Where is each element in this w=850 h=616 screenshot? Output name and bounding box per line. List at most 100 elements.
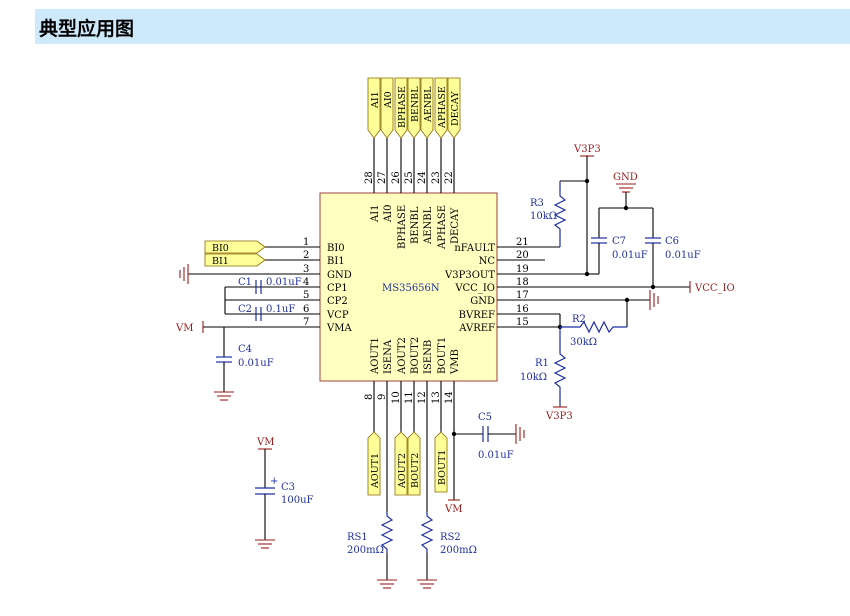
pin-num-25: 25 <box>404 171 415 184</box>
port-aout1: AOUT1 <box>370 453 381 489</box>
rs2-ref: RS2 <box>440 532 461 543</box>
c6-value: 0.01uF <box>665 250 701 261</box>
pin-name-isena: ISENA <box>383 339 394 374</box>
c3-gnd-symbol <box>255 539 275 549</box>
resistor-r3 <box>553 181 567 247</box>
pin-name-ai1: AI1 <box>370 204 381 223</box>
pin-num-8: 8 <box>364 394 375 400</box>
port-aout2: AOUT2 <box>397 453 408 489</box>
pin-name-bvref: BVREF <box>459 310 495 321</box>
rs1-gnd-symbol <box>377 579 397 589</box>
right-pin-names: nFAULT NC V3P3OUT VCC_IO GND BVREF AVREF <box>444 243 495 334</box>
port-decay: DECAY <box>450 91 461 126</box>
pin-num-18: 18 <box>516 277 529 288</box>
left-ports <box>204 240 266 267</box>
bottom-pin-numbers: 8 9 10 11 12 13 14 <box>364 391 455 404</box>
pin-name-aout2: AOUT2 <box>397 337 408 375</box>
rs1-ref: RS1 <box>347 532 368 543</box>
bottom-port-labels: AOUT1 AOUT2 BOUT2 BOUT1 <box>370 450 448 489</box>
top-pins <box>373 138 455 193</box>
capacitor-c1 <box>224 280 262 300</box>
right-pins <box>497 246 690 328</box>
left-pin-names: BI0 BI1 GND CP1 CP2 VCP VMA <box>326 243 352 334</box>
pin-num-16: 16 <box>516 304 529 315</box>
top-pin-names: AI1 AI0 BPHASE BENBL AENBL APHASE DECAY <box>370 204 461 250</box>
pin-num-28: 28 <box>364 171 375 184</box>
c4-value: 0.01uF <box>238 358 274 369</box>
vm-label-left: VM <box>175 323 193 334</box>
pin-name-decay: DECAY <box>450 207 461 244</box>
pin-num-21: 21 <box>516 237 529 248</box>
pin-name-vma: VMA <box>326 323 352 334</box>
pin-num-7: 7 <box>303 317 309 328</box>
c1-value: 0.01uF <box>266 277 302 288</box>
resistor-rs1 <box>380 512 394 580</box>
junction-v3p3out <box>584 271 590 277</box>
resistor-rs2 <box>420 512 434 580</box>
pin-num-20: 20 <box>516 250 529 261</box>
c2-ref: C2 <box>238 304 252 315</box>
pin-name-aout1: AOUT1 <box>370 337 381 375</box>
pin-name-gnd-left: GND <box>327 270 352 281</box>
pin-name-aphase: APHASE <box>437 205 448 250</box>
pin-num-14: 14 <box>444 391 455 404</box>
c1-ref: C1 <box>238 277 252 288</box>
v3p3-label-bottom: V3P3 <box>545 411 573 422</box>
pin-num-12: 12 <box>417 391 428 404</box>
c3-ref: C3 <box>281 482 295 493</box>
pin-name-vcc-io: VCC_IO <box>454 283 495 294</box>
pin-num-6: 6 <box>303 304 309 315</box>
vm-label-c3: VM <box>256 437 274 448</box>
pin-num-10: 10 <box>391 391 402 404</box>
pin-num-19: 19 <box>516 264 529 275</box>
top-pin-numbers: 28 27 26 25 24 23 22 <box>364 171 455 184</box>
gnd-label-top: GND <box>613 172 638 183</box>
pin-num-1: 1 <box>303 237 309 248</box>
c5-value: 0.01uF <box>478 450 514 461</box>
pin-name-aenbl: AENBL <box>423 206 434 245</box>
pin-num-22: 22 <box>444 171 455 184</box>
vcc-io-label: VCC_IO <box>694 283 735 294</box>
port-ai0: AI0 <box>383 91 394 109</box>
pin-name-ai0: AI0 <box>383 204 394 223</box>
capacitor-c7 <box>587 208 607 275</box>
capacitor-c4 <box>216 327 232 392</box>
r2-value: 30kΩ <box>570 337 597 348</box>
r1-ref: R1 <box>535 358 549 369</box>
capacitor-c3 <box>255 449 275 540</box>
pin-name-bout1: BOUT1 <box>437 337 448 374</box>
port-aphase: APHASE <box>437 86 448 129</box>
resistor-r1 <box>553 327 567 407</box>
pin-name-nfault: nFAULT <box>454 243 495 254</box>
junction-vcc-io <box>650 284 656 290</box>
rs2-value: 200mΩ <box>440 545 477 556</box>
pin-num-15: 15 <box>516 317 529 328</box>
pin-name-vmb: VMB <box>450 349 461 375</box>
port-bout2: BOUT2 <box>410 453 421 488</box>
page-title: 典型应用图 <box>39 18 135 40</box>
port-benbl: BENBL <box>410 86 421 122</box>
r2-ref: R2 <box>572 314 586 325</box>
port-bi0: BI0 <box>212 243 229 254</box>
pin-num-24: 24 <box>417 171 428 184</box>
bottom-pin-names: AOUT1 ISENA AOUT2 BOUT2 ISENB BOUT1 VMB <box>370 337 461 375</box>
pin-num-13: 13 <box>431 391 442 404</box>
resistor-r2 <box>560 320 627 334</box>
pin-name-isenb: ISENB <box>423 340 434 374</box>
c4-ref: C4 <box>238 344 252 355</box>
pin-name-vcp: VCP <box>326 310 349 321</box>
port-bphase: BPHASE <box>397 86 408 128</box>
capacitor-c6 <box>645 208 661 287</box>
pin-num-27: 27 <box>377 171 388 184</box>
right-pin-numbers: 21 20 19 18 17 16 15 <box>516 237 529 328</box>
left-gnd-symbol <box>179 264 189 284</box>
left-pin-numbers: 1 2 3 4 5 6 7 <box>303 237 309 328</box>
v3p3-label-top: V3P3 <box>573 144 601 155</box>
pin-name-v3p3out: V3P3OUT <box>444 270 495 281</box>
rs2-gnd-symbol <box>417 579 437 589</box>
pin-name-bout2: BOUT2 <box>410 337 421 374</box>
r3-ref: R3 <box>530 198 544 209</box>
r3-value: 10kΩ <box>530 211 557 222</box>
c7-value: 0.01uF <box>612 250 648 261</box>
